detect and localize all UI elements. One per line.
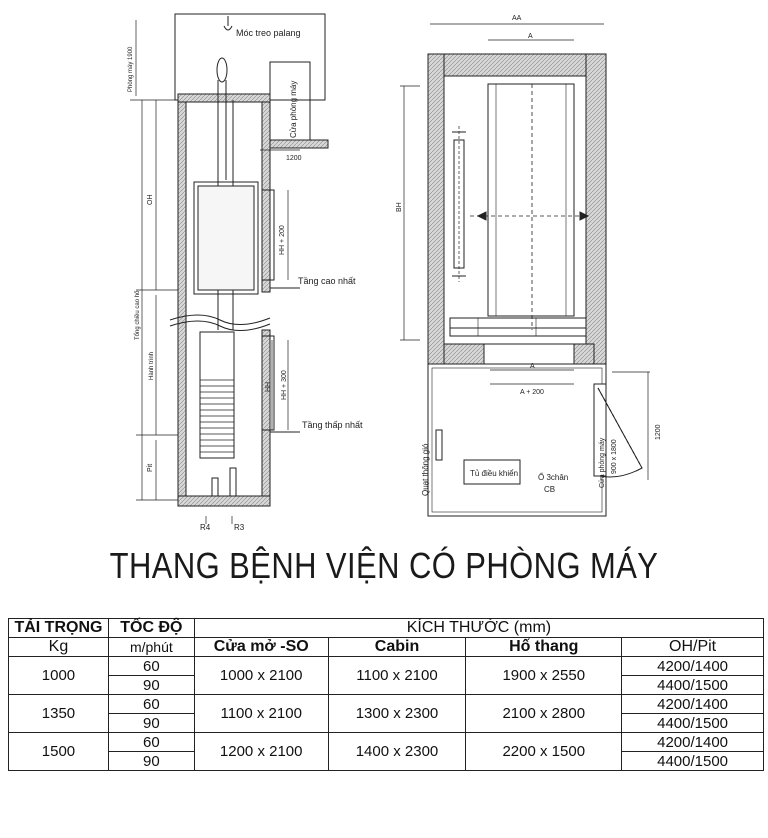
top-floor-label: Tầng cao nhất [298,276,356,286]
cabin-cell: 1400 x 2300 [327,732,467,771]
dim-machine-room: Phòng máy 1900 [128,46,134,92]
ohpit-cell: 4200/1400 [621,656,764,676]
dim-hh: HH [265,382,272,392]
machine-room-outline [174,13,326,101]
bottom-landing-door [261,335,275,431]
dim-total-height: Tổng chiều cao hố [134,290,141,340]
cabin-cell: 1100 x 2100 [327,656,467,695]
elevator-drawing: Móc treo palang Cửa phòng máy Tầng cao n… [128,13,662,532]
dim-door-a: A [530,363,535,370]
header-door: Cửa mở -SO [193,637,329,657]
cabin-cell: 1300 x 2300 [327,694,467,733]
shaft-right-wall-bottom [261,329,271,503]
header-ohpit: OH/Pit [621,637,764,657]
shaft-wall-top [427,53,607,77]
table-header-row-2: Kg m/phút Cửa mở -SO Cabin Hố thang OH/P… [8,637,764,657]
mr-door-size-label: 900 x 1800 [611,439,618,474]
ohpit-cell: 4200/1400 [621,694,764,714]
speed-cell: 90 [107,751,195,771]
speed-cell: 90 [107,713,195,733]
side-view-labels: Móc treo palang Cửa phòng máy Tầng cao n… [128,28,363,532]
table-row: 90 4400/1500 [9,713,764,733]
load-cell: 1500 [8,732,109,771]
page-title: THANG BỆNH VIỆN CÓ PHÒNG MÁY [109,545,659,586]
dim-top-a: AA [512,15,522,22]
r4-label: R4 [200,523,211,532]
pit-slab [177,495,271,507]
speed-cell: 90 [107,675,195,695]
shaft-right-wall-top [261,101,271,293]
dim-top-aa: A [528,33,533,40]
table-row: 1000 60 1000 x 2100 1100 x 2100 1900 x 2… [8,656,764,695]
table-row: 90 4400/1500 [9,751,764,771]
speed-cell: 60 [107,656,195,676]
vent-icon [435,429,443,461]
header-dims: KÍCH THƯỚC (mm) [193,618,765,638]
mr-door-label: Cửa phòng máy [598,437,606,488]
header-shaft: Hố thang [465,637,623,657]
dim-hh200: HH + 200 [279,225,286,255]
machine-room-door-label: Cửa phòng máy [289,81,298,138]
plan-view-labels: AA A BH A A + 200 Quạt thông gió Tủ điều… [396,15,662,496]
vent-label: Quạt thông gió [421,443,430,496]
dim-oh: OH [147,195,154,206]
ohpit-cell: 4400/1500 [621,751,764,771]
ohpit-cell: 4400/1500 [621,713,764,733]
shaft-wall-right [585,53,607,365]
dim-travel: Hành trình [149,352,155,380]
ohpit-cell: 4200/1400 [621,732,764,752]
dim-hh300: HH + 300 [281,370,288,400]
speed-cell: 60 [107,694,195,714]
break-line [169,314,271,325]
machine-room-slab [177,93,271,103]
load-cell: 1000 [8,656,109,695]
dim-bh: BH [396,202,403,212]
shaft-cell: 2100 x 2800 [465,694,623,733]
hook-icon [223,16,233,31]
header-load: TẢI TRỌNG [8,618,109,638]
top-landing-door [261,189,275,281]
shaft-cell: 1900 x 2550 [465,656,623,695]
door-cell: 1000 x 2100 [193,656,329,695]
table-row: 1350 60 1100 x 2100 1300 x 2300 2100 x 2… [8,694,764,733]
header-speed: TỐC ĐỘ [107,618,195,638]
machine-room-plan [427,363,607,517]
table-row: 1500 60 1200 x 2100 1400 x 2300 2200 x 1… [8,732,764,771]
hook-label: Móc treo palang [236,28,301,38]
r3-label: R3 [234,523,245,532]
header-speed-unit: m/phút [107,637,195,657]
shaft-wall-left [427,53,445,365]
dim-1200: 1200 [286,155,302,162]
plan-cabin [487,83,575,317]
load-cell: 1350 [8,694,109,733]
dim-pit: Pit [147,464,154,472]
control-cabinet-label: Tủ điều khiển [470,469,518,478]
speed-cell: 60 [107,732,195,752]
ohpit-cell: 4400/1500 [621,675,764,695]
door-cell: 1200 x 2100 [193,732,329,771]
spec-table: TẢI TRỌNG TỐC ĐỘ KÍCH THƯỚC (mm) Kg m/ph… [8,618,765,771]
door-cell: 1100 x 2100 [193,694,329,733]
outlet-label: Ổ 3chân [538,473,568,482]
side-section-view [130,13,329,524]
header-cabin: Cabin [327,637,467,657]
door-sill [449,317,587,329]
counterweight [199,331,235,459]
shaft-wall-bottom [443,343,485,365]
table-header-row-1: TẢI TRỌNG TỐC ĐỘ KÍCH THƯỚC (mm) [8,618,765,638]
control-cabinet [463,459,521,485]
cb-label: CB [544,485,555,494]
dim-door-a200: A + 200 [520,389,544,396]
shaft-left-wall [177,101,187,503]
bottom-floor-label: Tầng thấp nhất [302,420,363,430]
plan-view [400,23,650,517]
shaft-cell: 2200 x 1500 [465,732,623,771]
dim-1200-plan: 1200 [655,424,662,440]
header-load-unit: Kg [8,637,109,657]
cabin [193,181,259,295]
table-row: 90 4400/1500 [9,675,764,695]
